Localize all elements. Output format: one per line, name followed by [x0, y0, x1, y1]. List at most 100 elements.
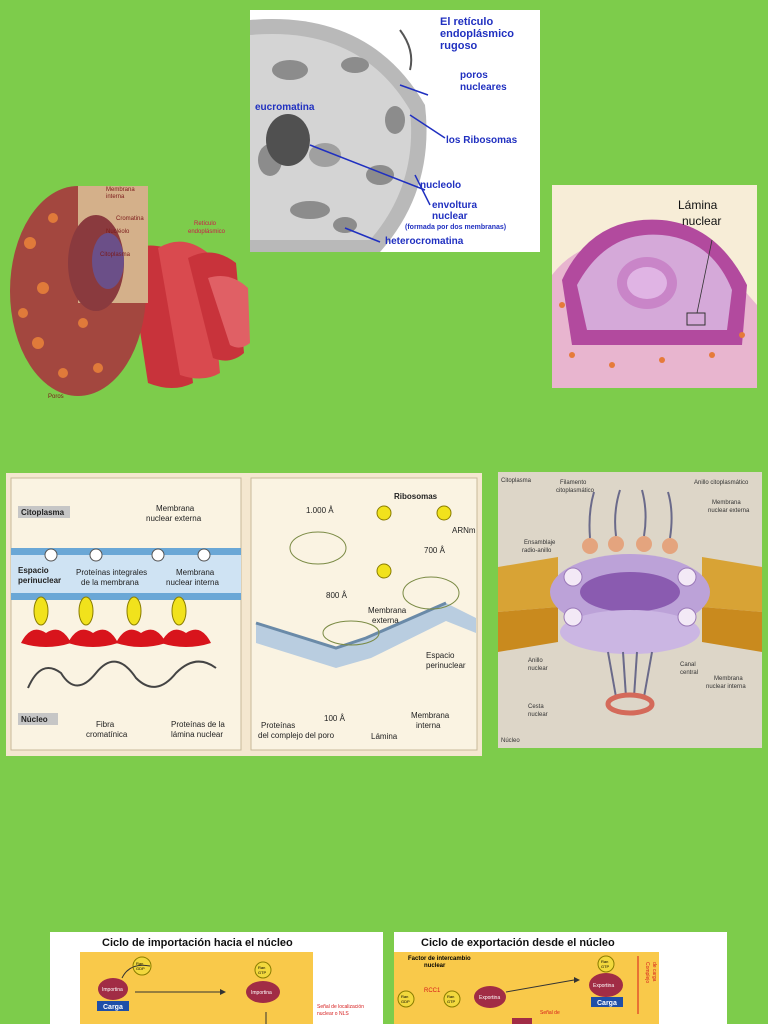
nucleus-texture [250, 19, 427, 252]
svg-text:endoplásmico: endoplásmico [440, 28, 514, 40]
svg-text:poros: poros [460, 70, 488, 81]
svg-text:nuclear: nuclear [432, 211, 468, 222]
svg-text:Proteínas: Proteínas [261, 721, 295, 730]
svg-text:nuclear: nuclear [424, 963, 446, 969]
svg-text:Factor de intercambio: Factor de intercambio [408, 956, 471, 962]
svg-text:Membrana: Membrana [714, 676, 743, 682]
svg-text:de carga: de carga [651, 962, 657, 982]
import-cycle-title: Ciclo de importación hacia el núcleo [102, 937, 293, 949]
svg-text:800 Å: 800 Å [326, 591, 348, 600]
svg-text:Ran: Ran [136, 961, 143, 966]
svg-text:Filamento: Filamento [560, 480, 587, 486]
svg-text:El retículo: El retículo [440, 16, 493, 28]
svg-text:Membrana: Membrana [712, 500, 741, 506]
svg-text:nuclear interna: nuclear interna [706, 684, 746, 690]
svg-text:Canal: Canal [680, 662, 696, 668]
nuclear-lamina-illustration: Lámina nuclear [552, 185, 757, 388]
svg-text:Señal de localización: Señal de localización [317, 1004, 364, 1010]
svg-text:Importina: Importina [251, 990, 272, 996]
svg-text:Membrana: Membrana [156, 504, 195, 513]
svg-text:Exportina: Exportina [593, 983, 614, 989]
svg-text:Núcleo: Núcleo [21, 715, 48, 724]
svg-text:nuclear externa: nuclear externa [708, 508, 750, 514]
svg-text:Nucléolo: Nucléolo [106, 229, 130, 235]
ran-gdp-node: Ran GDP [397, 990, 415, 1008]
export-cycle-title: Ciclo de exportación desde el núcleo [421, 937, 615, 949]
svg-text:Complejo: Complejo [644, 962, 650, 983]
svg-text:externa: externa [372, 616, 399, 625]
svg-text:GTP: GTP [447, 999, 456, 1004]
svg-text:Ribosomas: Ribosomas [394, 492, 438, 501]
svg-text:Cesta: Cesta [528, 704, 544, 710]
svg-text:GTP: GTP [601, 964, 610, 969]
svg-text:Fibra: Fibra [96, 720, 115, 729]
svg-text:nucleolo: nucleolo [420, 180, 461, 191]
svg-text:GTP: GTP [258, 970, 267, 975]
svg-text:Citoplasma: Citoplasma [21, 508, 65, 517]
svg-text:GDP: GDP [401, 999, 410, 1004]
svg-text:Señal de: Señal de [540, 1010, 560, 1016]
svg-text:heterocromatina: heterocromatina [385, 236, 464, 247]
svg-text:Ensamblaje: Ensamblaje [524, 540, 556, 546]
nuclear-membrane-schematic: Citoplasma Membrana nuclear externa Espa… [6, 473, 482, 756]
svg-text:lámina nuclear: lámina nuclear [171, 730, 223, 739]
svg-text:ARNm: ARNm [452, 526, 476, 535]
svg-text:Citoplasma: Citoplasma [501, 478, 532, 484]
svg-text:perinuclear: perinuclear [426, 661, 466, 670]
ran-gdp-node: Ran GDP [132, 956, 152, 976]
svg-text:nuclear: nuclear [528, 666, 548, 672]
svg-text:de la membrana: de la membrana [81, 578, 139, 587]
svg-text:700 Å: 700 Å [424, 546, 446, 555]
importin-right: Ran GTP Importina [246, 961, 280, 1003]
svg-text:citoplasmático: citoplasmático [556, 488, 595, 494]
nucleus-micrograph-diagram: El retículo endoplásmico rugoso poros nu… [250, 10, 540, 252]
svg-text:Ran: Ran [401, 994, 408, 999]
er-stack [128, 241, 250, 388]
svg-text:nuclear: nuclear [528, 712, 548, 718]
svg-text:(formada por dos membranas): (formada por dos membranas) [405, 224, 506, 231]
svg-text:100 Å: 100 Å [324, 714, 346, 723]
svg-text:envoltura: envoltura [432, 200, 477, 211]
svg-text:los Ribosomas: los Ribosomas [446, 135, 518, 146]
svg-text:Membrana: Membrana [368, 606, 407, 615]
svg-text:Retículo: Retículo [194, 221, 217, 227]
svg-text:nuclear interna: nuclear interna [166, 578, 219, 587]
svg-text:Ran: Ran [601, 959, 608, 964]
svg-text:Carga: Carga [597, 1000, 617, 1007]
svg-text:perinuclear: perinuclear [18, 576, 61, 585]
svg-text:eucromatina: eucromatina [255, 102, 315, 113]
svg-text:GDP: GDP [136, 966, 145, 971]
svg-text:RCC1: RCC1 [424, 988, 441, 994]
svg-text:Anillo citoplasmático: Anillo citoplasmático [694, 480, 749, 486]
import-cycle-diagram: Ciclo de importación hacia el núcleo Ran… [50, 932, 383, 1024]
svg-text:rugoso: rugoso [440, 40, 478, 52]
membrane-left-panel: Citoplasma Membrana nuclear externa Espa… [10, 477, 242, 751]
svg-text:central: central [680, 670, 698, 676]
svg-text:nuclear: nuclear [682, 214, 721, 228]
svg-text:Núcleo: Núcleo [501, 738, 520, 744]
export-cycle-diagram: Ciclo de exportación desde el núcleo Fac… [394, 932, 727, 1024]
ran-gtp-node: Ran GTP [443, 990, 461, 1008]
svg-text:Lámina: Lámina [371, 732, 398, 741]
svg-text:nucleares: nucleares [460, 82, 507, 93]
importin-left: Importina Carga [97, 978, 129, 1011]
svg-text:radio-anillo: radio-anillo [522, 548, 552, 554]
svg-text:interna: interna [106, 194, 125, 200]
svg-text:Ran: Ran [447, 994, 454, 999]
svg-text:1.000 Å: 1.000 Å [306, 506, 334, 515]
svg-text:Exportina: Exportina [479, 995, 500, 1001]
svg-text:del complejo del poro: del complejo del poro [258, 731, 335, 740]
svg-text:Poros: Poros [48, 394, 64, 400]
cell-cutaway-illustration: Membrana interna Cromatina Nucléolo Cito… [8, 183, 251, 401]
svg-text:Membrana: Membrana [411, 711, 450, 720]
svg-text:Membrana: Membrana [106, 187, 135, 193]
svg-text:Membrana: Membrana [176, 568, 215, 577]
svg-text:Lámina: Lámina [678, 198, 718, 212]
svg-text:Proteínas integrales: Proteínas integrales [76, 568, 147, 577]
svg-text:Ran: Ran [258, 965, 265, 970]
pore-complex-3d-panel: Ribosomas ARNm 1.000 Å 700 Å 800 Å Membr… [250, 477, 478, 751]
svg-text:Carga: Carga [103, 1004, 123, 1011]
svg-text:Anillo: Anillo [528, 658, 543, 664]
svg-text:Cromatina: Cromatina [116, 216, 144, 222]
svg-text:Importina: Importina [102, 987, 123, 993]
